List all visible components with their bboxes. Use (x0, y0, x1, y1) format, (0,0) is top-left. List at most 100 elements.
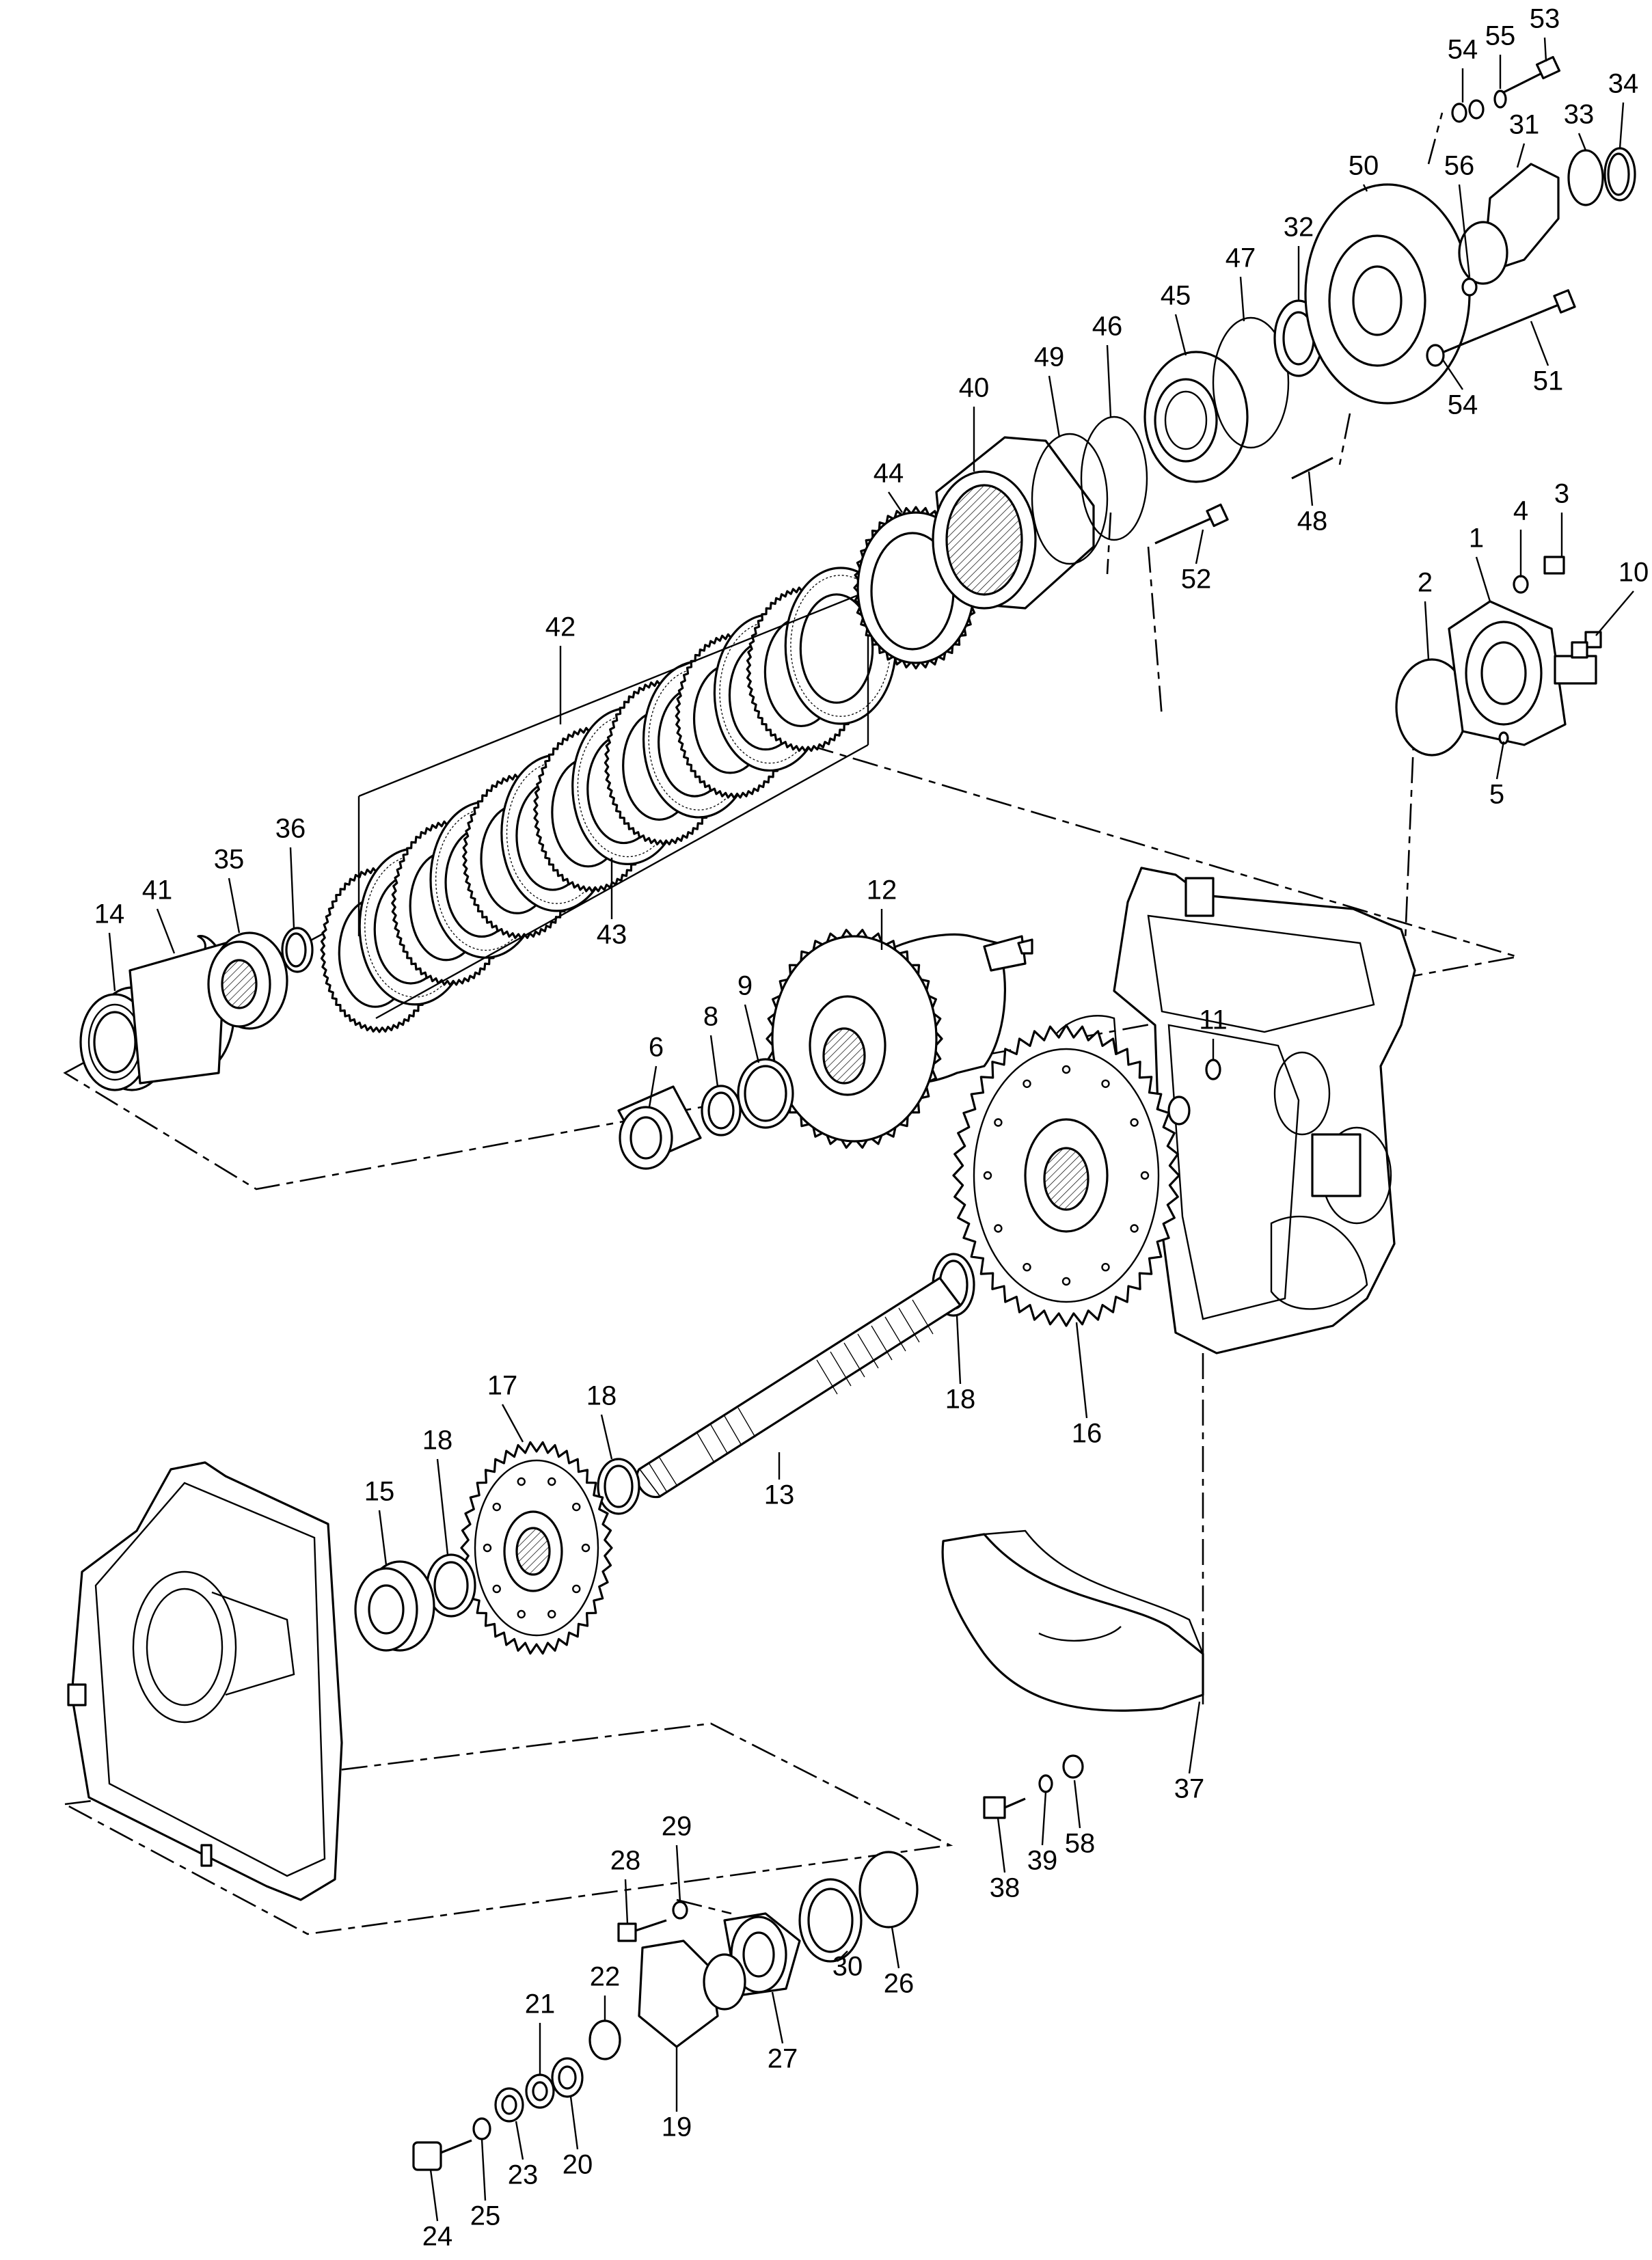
callout-leader (1595, 590, 1634, 636)
callout-leader (1516, 143, 1526, 168)
callout-number: 43 (597, 920, 627, 950)
callout-number: 38 (990, 1873, 1020, 1903)
callout-number: 6 (649, 1033, 664, 1063)
part-25-lockwasher (472, 2117, 491, 2140)
callout-leader (1073, 1780, 1081, 1829)
transmission-rear-cover (67, 1461, 343, 1901)
callout-number: 18 (945, 1385, 976, 1415)
part-36-snap-ring (281, 927, 314, 973)
part-35-splined-hub (207, 931, 288, 1030)
callout-leader (997, 1817, 1006, 1873)
callout-number: 22 (590, 1962, 621, 1992)
callout-number: 13 (764, 1480, 795, 1510)
callout-number: 30 (832, 1952, 863, 1982)
callout-number: 10 (1619, 558, 1649, 588)
callout-leader (515, 2121, 524, 2160)
part-49-seal-ring (1031, 433, 1109, 565)
callout-number: 18 (422, 1426, 453, 1456)
callout-leader (569, 2096, 579, 2150)
callout-number: 26 (884, 1969, 915, 1999)
part-3-plug (1543, 556, 1565, 575)
callout-leader (624, 1879, 629, 1924)
callout-number: 51 (1533, 366, 1564, 396)
callout-number: 4 (1513, 496, 1528, 526)
callout-number: 47 (1226, 243, 1256, 273)
callout-number: 41 (142, 875, 173, 906)
part-20-washer (551, 2057, 584, 2098)
part-33-seal (1567, 149, 1604, 206)
callout-leader (1075, 1322, 1088, 1419)
callout-number: 14 (94, 899, 125, 929)
part-29-lockwasher (672, 1901, 688, 1920)
callout-number: 33 (1564, 100, 1595, 130)
part-37-gear-guard (941, 1529, 1204, 1712)
callout-number: 24 (422, 2222, 453, 2252)
callout-number: 55 (1485, 21, 1516, 51)
callout-leader (837, 1950, 848, 1962)
callout-leader (108, 932, 116, 992)
callout-leader (1619, 102, 1625, 149)
callout-leader (1441, 358, 1463, 390)
callout-number: 54 (1448, 35, 1478, 65)
callout-leader (771, 1991, 784, 2044)
callout-number: 58 (1065, 1829, 1096, 1859)
part-34-snap-ring (1603, 147, 1636, 202)
callout-number: 48 (1297, 506, 1328, 536)
part-54-washer-top (1451, 99, 1485, 123)
part-26-gasket (858, 1851, 919, 1929)
callout-leader (1530, 321, 1549, 366)
callout-leader (429, 2169, 439, 2222)
part-50-cover-flange (1304, 183, 1471, 405)
callout-leader (648, 1065, 658, 1108)
callout-number: 3 (1554, 479, 1569, 509)
callout-leader (501, 1404, 524, 1443)
callout-leader (1041, 1791, 1047, 1846)
callout-number: 29 (662, 1812, 692, 1842)
part-56-pin (1461, 277, 1478, 297)
part-31-yoke (1458, 163, 1560, 285)
callout-leader (1239, 276, 1245, 322)
callout-number: 37 (1174, 1774, 1205, 1804)
part-23-washer (494, 2087, 524, 2123)
callout-number: 16 (1072, 1419, 1102, 1449)
callout-number: 15 (364, 1477, 395, 1507)
part-30-seal (798, 1878, 863, 1963)
part-51-long-bolt (1435, 289, 1576, 357)
callout-number: 18 (586, 1381, 617, 1411)
callout-number: 42 (545, 612, 576, 642)
part-1-bearing-retainer (1448, 600, 1567, 746)
callout-number: 52 (1181, 564, 1212, 595)
part-18-snap-ring-middle (597, 1458, 640, 1515)
callout-number: 1 (1469, 523, 1484, 554)
part-38-bolt (983, 1796, 1026, 1819)
callout-leader (1048, 375, 1061, 438)
callout-leader (436, 1458, 449, 1555)
part-53-bolt (1503, 55, 1561, 94)
part-17-spur-gear (460, 1441, 613, 1655)
part-4-washer (1513, 575, 1529, 594)
part-10-fittings (1554, 631, 1602, 685)
part-12-planet-gear-carrier (766, 929, 1033, 1149)
callout-number: 19 (662, 2112, 692, 2142)
callout-number: 25 (470, 2201, 501, 2231)
callout-number: 11 (1199, 1005, 1228, 1035)
clutch-disc-pack (320, 567, 897, 1033)
callout-leader (1174, 314, 1187, 356)
callout-number: 2 (1418, 568, 1433, 598)
part-19-yoke (638, 1939, 746, 2048)
callout-number: 32 (1284, 213, 1314, 243)
callout-number: 49 (1034, 342, 1065, 372)
part-28-bolt (617, 1919, 667, 1942)
part-47-seal-ring (1212, 316, 1290, 449)
assembly-envelope-upper (63, 718, 1518, 1190)
callout-leader (1475, 556, 1491, 602)
callout-number: 54 (1448, 390, 1478, 420)
callout-leaders (108, 37, 1634, 2222)
callout-leader (600, 1414, 613, 1460)
part-6-sleeve (617, 1085, 702, 1170)
callout-number: 31 (1509, 110, 1540, 140)
part-55-lockwasher (1493, 90, 1507, 109)
